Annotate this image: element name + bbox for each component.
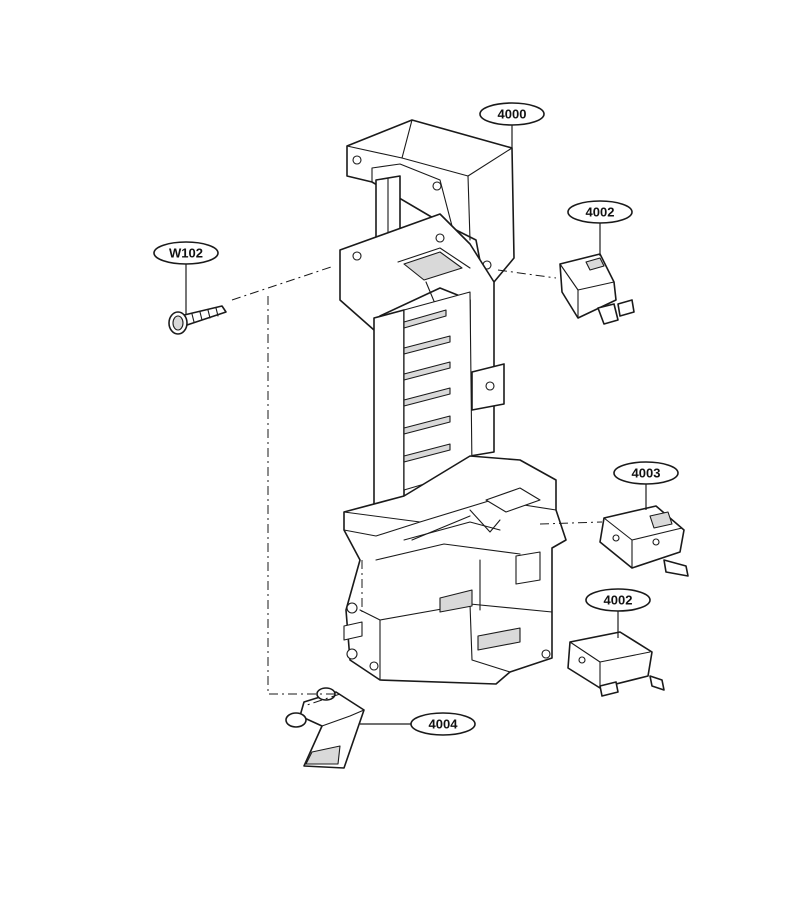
callout-4003: 4003 <box>613 461 679 510</box>
assembly-lines <box>231 265 603 707</box>
callout-label: 4002 <box>586 205 615 220</box>
callout-label: 4002 <box>604 593 633 608</box>
callout-label: 4004 <box>429 717 459 732</box>
callout-4004: 4004 <box>360 712 476 736</box>
callout-4002-bottom: 4002 <box>585 588 651 638</box>
lever-part <box>285 687 365 769</box>
switch-middle-part <box>599 505 689 577</box>
bracket-ribs <box>403 309 451 463</box>
callout-label: 4000 <box>498 107 527 122</box>
switch-bottom-part <box>567 631 665 697</box>
screw-part <box>168 305 227 335</box>
callout-4000: 4000 <box>479 102 545 148</box>
latch-bracket-part <box>339 119 567 685</box>
callout-4002-top: 4002 <box>567 200 633 256</box>
switch-top-part <box>559 253 635 325</box>
callout-w102: W102 <box>153 241 219 314</box>
callout-label: 4003 <box>632 466 661 481</box>
callout-label: W102 <box>169 246 203 261</box>
